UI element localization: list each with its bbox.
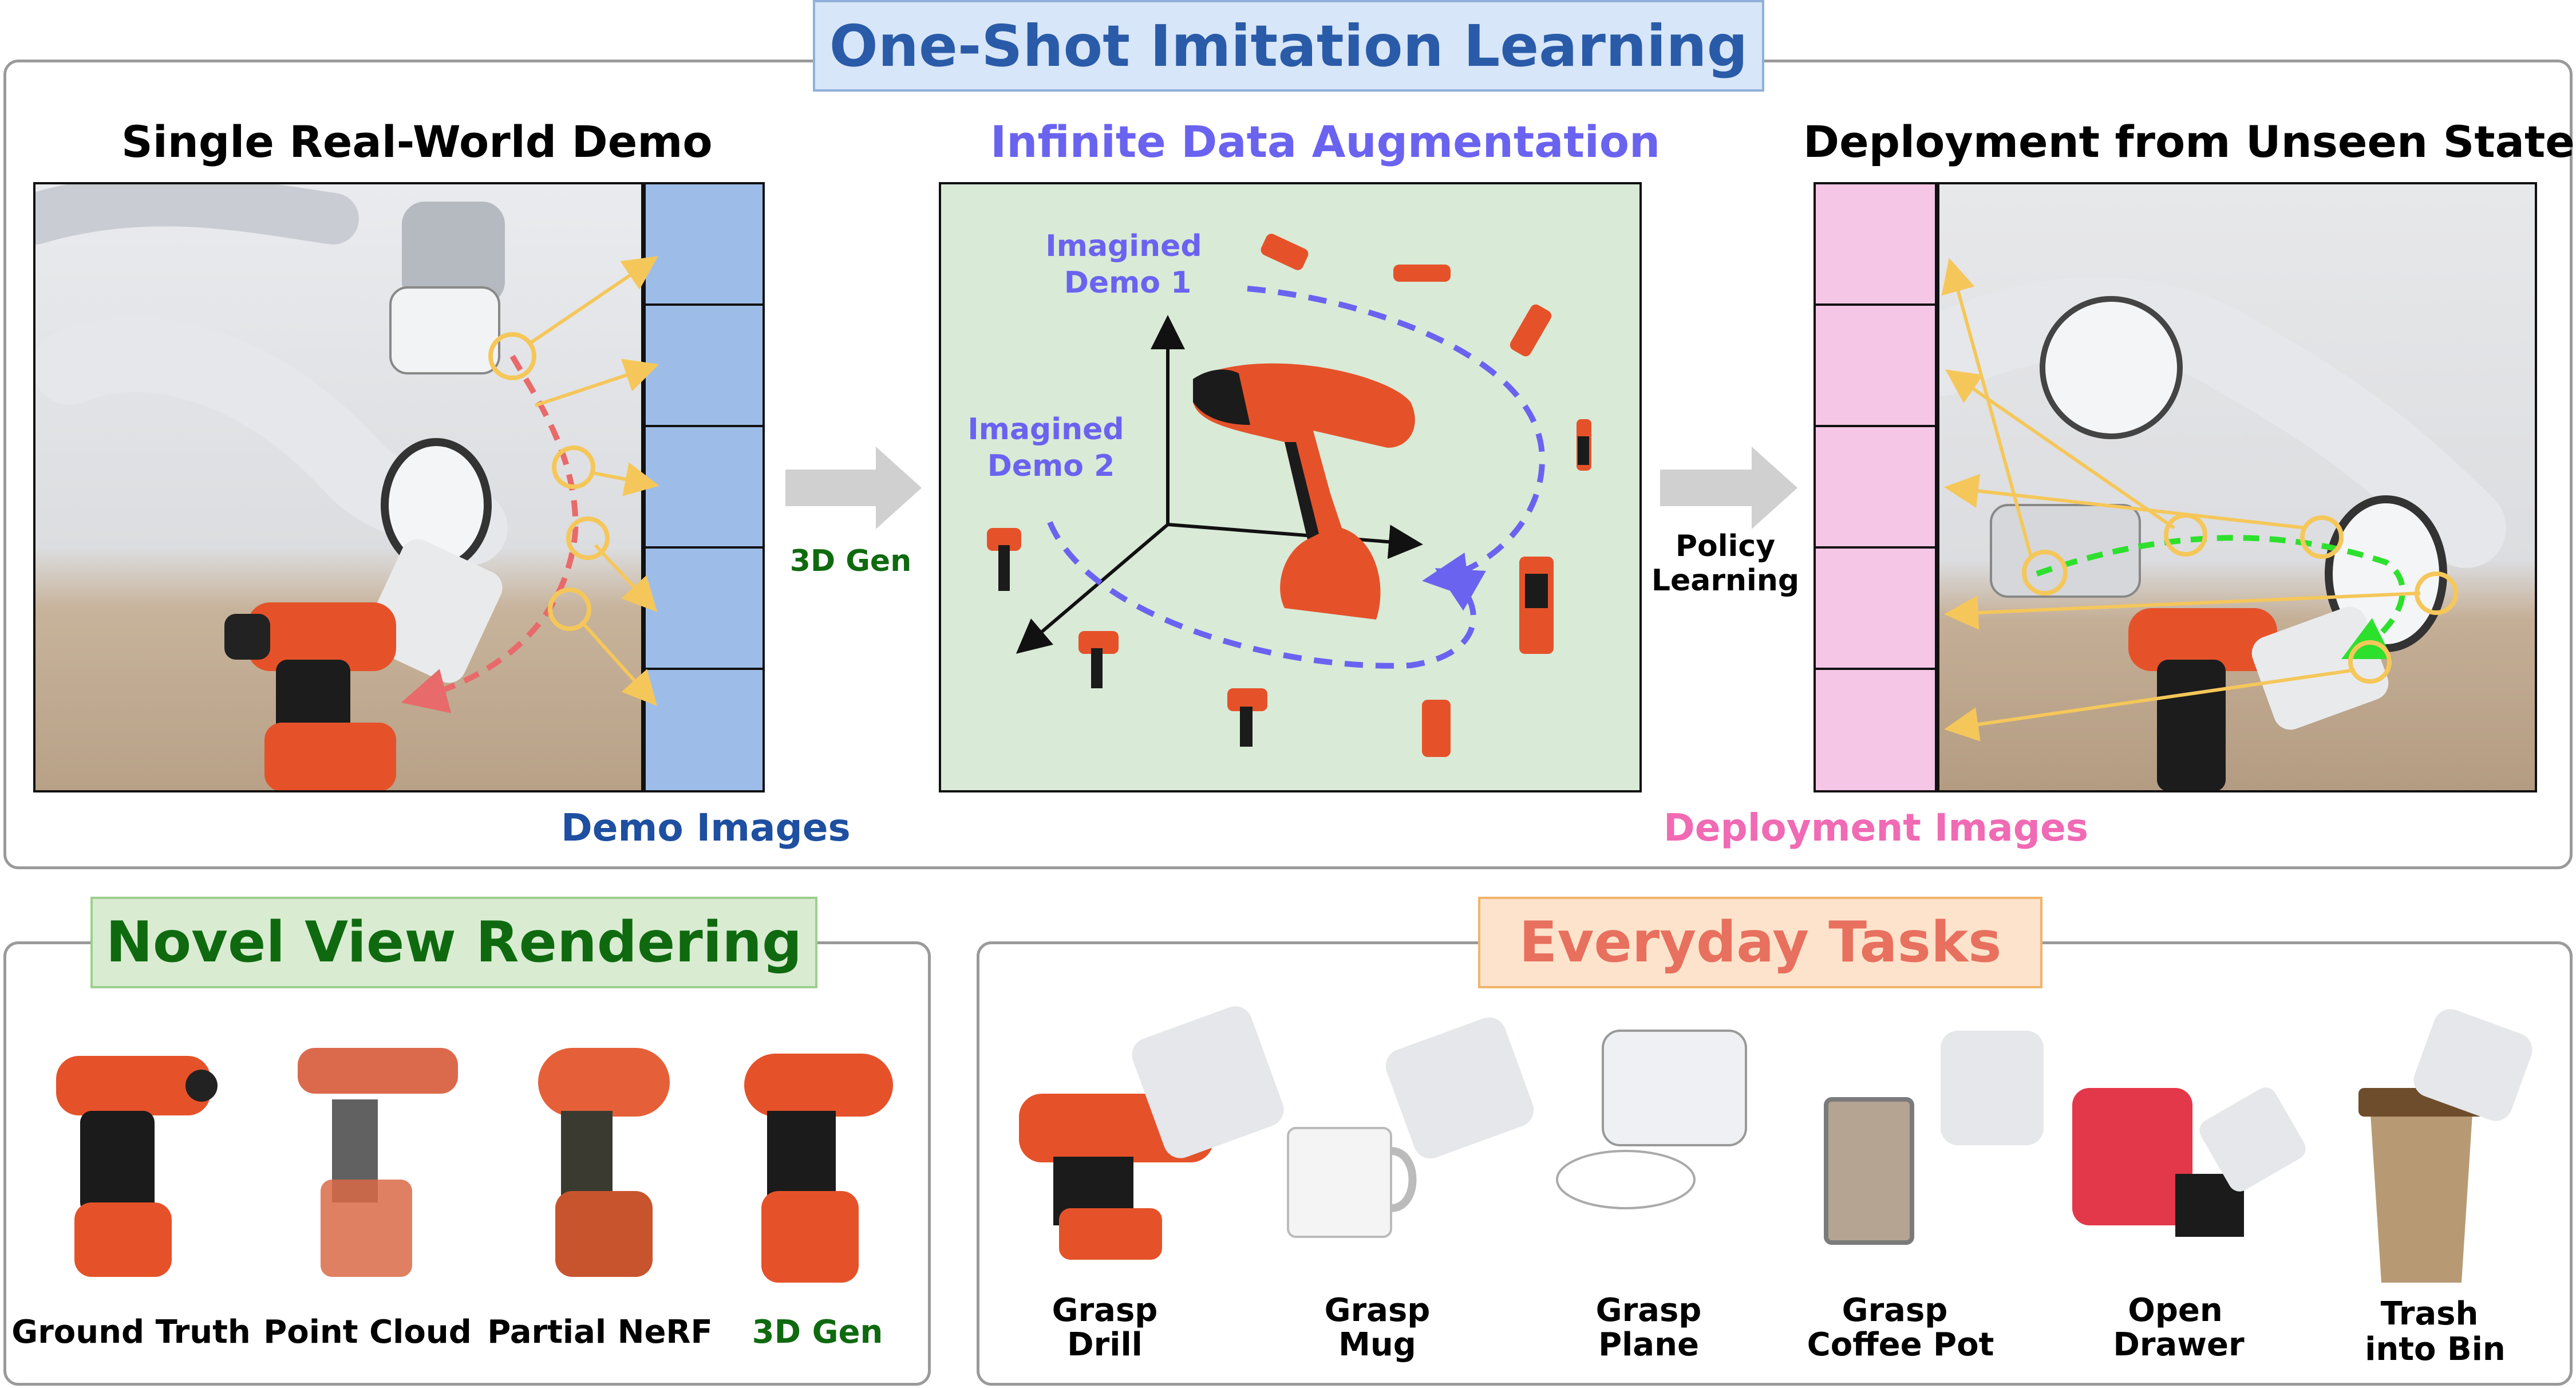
imagined-demo-1-line2: Demo 1 — [1064, 266, 1192, 300]
demo-image-3 — [646, 427, 762, 549]
partial-nerf-label: Partial NeRF — [487, 1314, 713, 1351]
deployment-photo — [1937, 182, 2537, 792]
single-demo-heading: Single Real-World Demo — [121, 116, 713, 167]
augmentation-box — [939, 182, 1642, 792]
imagined-demo-1-line1: Imagined — [1045, 229, 1202, 263]
task-coffee-pot-image — [1824, 1031, 2044, 1245]
task-6-line2: into Bin — [2365, 1331, 2506, 1368]
ground-truth-render — [56, 1056, 218, 1277]
deployment-images-label: Deployment Images — [1664, 806, 2088, 850]
policy-label-line2: Learning — [1651, 563, 1800, 598]
policy-label-line1: Policy — [1675, 529, 1776, 563]
gen-arrow — [785, 447, 922, 529]
deployment-heading: Deployment from Unseen States — [1803, 116, 2576, 167]
demo-scene-drawing — [35, 184, 508, 790]
demo-image-4 — [646, 549, 762, 670]
deployment-image-1 — [1816, 184, 1935, 306]
task-bin-image — [2358, 1009, 2532, 1283]
gen-label: 3D Gen — [789, 544, 912, 578]
novel-view-banner: Novel View Rendering — [90, 897, 817, 988]
title-banner: One-Shot Imitation Learning — [813, 0, 1764, 92]
task-drill-image — [1019, 1006, 1284, 1260]
point-cloud-label: Point Cloud — [263, 1314, 472, 1351]
task-6-line1: Trash — [2380, 1295, 2479, 1332]
demo-images-label: Demo Images — [561, 806, 851, 850]
task-3-line1: Grasp — [1595, 1292, 1702, 1329]
task-1-line1: Grasp — [1052, 1292, 1158, 1329]
deployment-image-strip — [1814, 182, 1937, 792]
gen-render — [744, 1054, 893, 1283]
deployment-image-4 — [1816, 549, 1935, 670]
augmentation-drawing — [987, 234, 1591, 757]
ground-truth-label: Ground Truth — [11, 1314, 251, 1351]
task-plane-image — [1556, 1030, 1747, 1209]
task-drawer-image — [2072, 1087, 2306, 1237]
point-cloud-render — [298, 1048, 458, 1277]
gen-label-bottom: 3D Gen — [752, 1314, 883, 1351]
demo-image-1 — [646, 184, 762, 306]
task-mug-image — [1287, 1017, 1534, 1238]
policy-arrow — [1660, 447, 1797, 529]
deployment-image-2 — [1816, 306, 1935, 427]
task-1-line2: Drill — [1067, 1326, 1143, 1363]
deployment-scene-drawing — [1939, 258, 2506, 790]
task-3-line2: Plane — [1598, 1326, 1699, 1363]
task-2-line1: Grasp — [1324, 1292, 1431, 1329]
real-world-demo-photo — [33, 182, 643, 792]
task-5-line2: Drawer — [2113, 1326, 2245, 1363]
imagined-demo-2-line2: Demo 2 — [987, 449, 1115, 483]
imagined-demo-2-line1: Imagined — [967, 412, 1124, 447]
partial-nerf-render — [538, 1048, 670, 1277]
deployment-image-3 — [1816, 427, 1935, 549]
demo-image-2 — [646, 306, 762, 427]
everyday-tasks-banner: Everyday Tasks — [1478, 897, 2042, 988]
task-4-line2: Coffee Pot — [1807, 1326, 1994, 1363]
task-2-line2: Mug — [1338, 1326, 1416, 1363]
augmentation-heading: Infinite Data Augmentation — [990, 116, 1661, 167]
demo-image-strip — [643, 182, 765, 792]
task-4-line1: Grasp — [1842, 1292, 1948, 1329]
task-5-line1: Open — [2128, 1292, 2223, 1329]
